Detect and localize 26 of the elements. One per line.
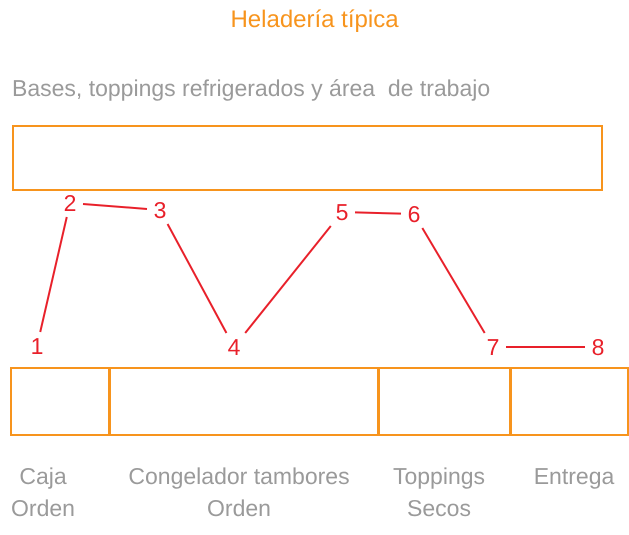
area-label: Bases, toppings refrigerados y área de trabajo bbox=[12, 74, 492, 103]
diagram-title: Heladería típica bbox=[229, 6, 400, 34]
step-number: 7 bbox=[483, 335, 503, 359]
connector-line bbox=[354, 211, 402, 215]
connector-line bbox=[421, 227, 486, 334]
station-label: Caja Orden bbox=[10, 462, 76, 523]
station-label: Toppings Secos bbox=[392, 462, 486, 523]
station-label: Entrega bbox=[532, 462, 616, 491]
step-number: 2 bbox=[60, 191, 80, 215]
step-number: 5 bbox=[332, 200, 352, 224]
step-number: 3 bbox=[150, 198, 170, 222]
step-number: 1 bbox=[27, 334, 47, 358]
station-box bbox=[10, 367, 110, 436]
connector-line bbox=[244, 225, 332, 334]
connector-line bbox=[39, 216, 68, 332]
station-box bbox=[378, 367, 511, 436]
connector-line bbox=[506, 346, 585, 348]
step-number: 8 bbox=[588, 335, 608, 359]
connector-line bbox=[82, 203, 148, 210]
work-area-box bbox=[12, 125, 603, 191]
station-box bbox=[109, 367, 379, 436]
station-box bbox=[510, 367, 629, 436]
step-number: 6 bbox=[404, 202, 424, 226]
connector-line bbox=[166, 224, 228, 334]
step-number: 4 bbox=[224, 335, 244, 359]
station-label: Congelador tambores Orden bbox=[127, 462, 351, 523]
